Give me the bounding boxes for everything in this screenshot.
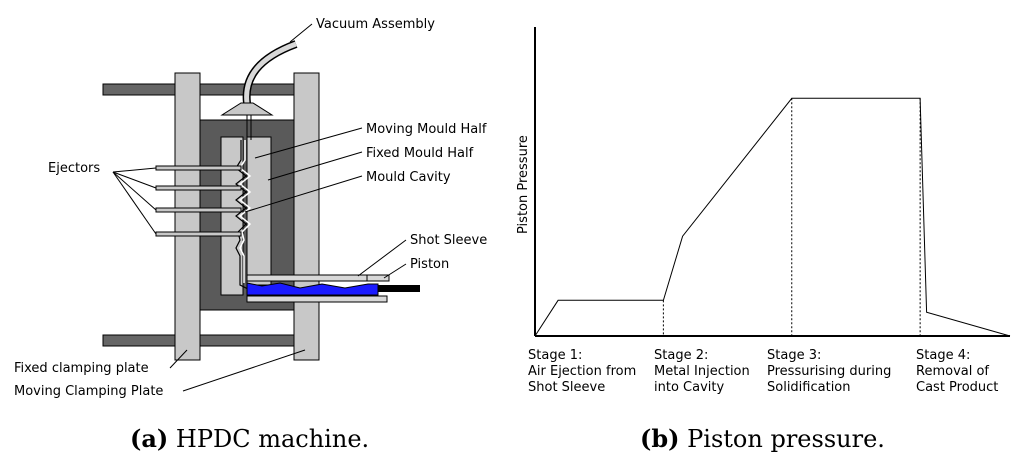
fixed-clamping-plate	[174, 72, 201, 361]
stage-1-label: Stage 1: Air Ejection from Shot Sleeve	[528, 348, 636, 395]
stage-3-line2: Pressurising during	[767, 364, 891, 379]
stage-4-title: Stage 4:	[916, 348, 970, 363]
top-tie-bar	[102, 83, 319, 96]
stage-3-line3: Solidification	[767, 380, 851, 395]
label-moving-mould-half: Moving Mould Half	[366, 122, 487, 137]
stage-4-line3: Cast Product	[916, 380, 998, 395]
label-ejectors: Ejectors	[48, 161, 100, 176]
vacuum-hood	[220, 102, 274, 116]
ejector-pin-3	[155, 207, 242, 213]
moving-clamping-plate	[293, 72, 320, 361]
stage-3-label: Stage 3: Pressurising during Solidificat…	[767, 348, 891, 395]
mould-cavity-inner	[238, 140, 252, 283]
shot-sleeve-top	[246, 274, 373, 282]
label-fixed-mould-half: Fixed Mould Half	[366, 146, 474, 161]
piston-pressure-chart: Piston Pressure Stage 1: Air Ejection fr…	[516, 27, 1011, 453]
vacuum-pipe-inner	[244, 41, 297, 104]
stage-2-line3: into Cavity	[654, 380, 724, 395]
stage-2-line2: Metal Injection	[654, 364, 750, 379]
ejector-pin-2	[155, 185, 242, 191]
moving-mould-half	[220, 136, 244, 296]
stage-boundary-lines	[662, 98, 921, 336]
stage-4-line2: Removal of	[916, 364, 989, 379]
ejector-pin-4	[155, 231, 242, 237]
label-piston: Piston	[410, 257, 449, 272]
molten-metal	[246, 282, 379, 296]
stage-2-title: Stage 2:	[654, 348, 708, 363]
label-vacuum-assembly: Vacuum Assembly	[316, 17, 435, 32]
label-moving-clamping-plate: Moving Clamping Plate	[14, 384, 163, 399]
hpdc-machine-diagram: Vacuum Assembly Moving Mould Half Fixed …	[14, 17, 487, 453]
ejector-pin-1	[155, 165, 242, 171]
pressure-curve	[534, 97, 1011, 337]
label-fixed-clamping-plate: Fixed clamping plate	[14, 361, 149, 376]
label-mould-cavity: Mould Cavity	[366, 170, 451, 185]
caption-b: (b) Piston pressure.	[640, 424, 885, 453]
piston-head	[366, 274, 390, 282]
stage-1-title: Stage 1:	[528, 348, 582, 363]
leader-lines	[112, 23, 407, 392]
bottom-tie-bar	[102, 334, 319, 347]
stage-3-title: Stage 3:	[767, 348, 821, 363]
fixed-mould-half	[246, 136, 272, 286]
shot-sleeve-bottom	[246, 295, 388, 303]
caption-a: (a) HPDC machine.	[130, 424, 369, 453]
label-shot-sleeve: Shot Sleeve	[410, 233, 487, 248]
stage-4-label: Stage 4: Removal of Cast Product	[916, 348, 998, 395]
stage-1-line2: Air Ejection from	[528, 364, 636, 379]
stage-1-line3: Shot Sleeve	[528, 380, 605, 395]
stage-2-label: Stage 2: Metal Injection into Cavity	[654, 348, 750, 395]
y-axis-label: Piston Pressure	[516, 135, 531, 234]
piston-rod	[378, 285, 420, 292]
